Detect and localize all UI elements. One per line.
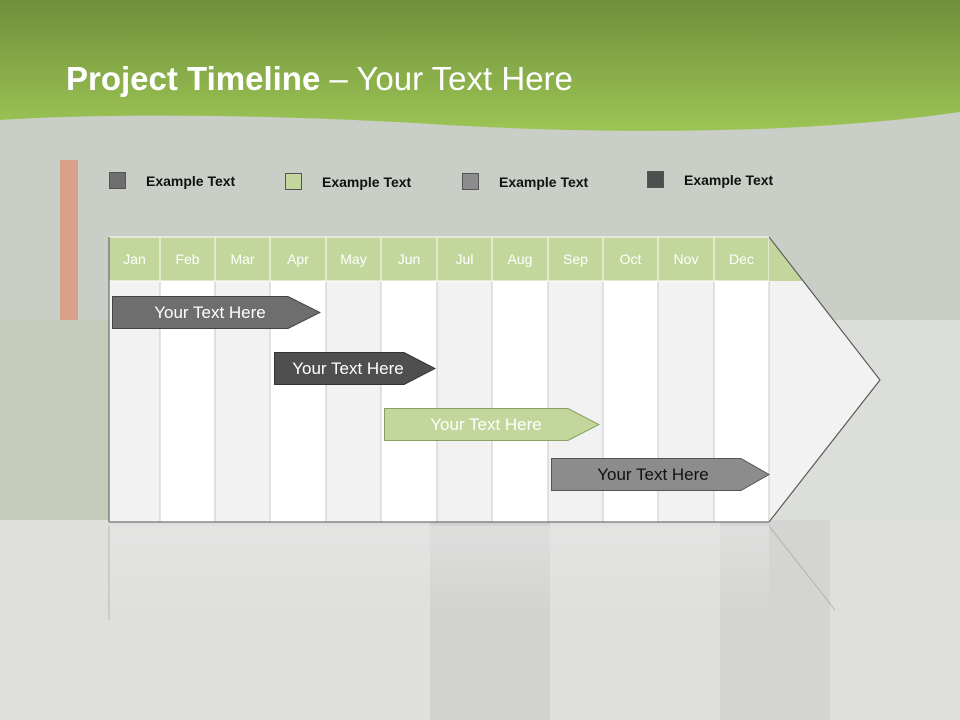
legend-label-3: Example Text: [499, 173, 589, 190]
month-label-feb: Feb: [175, 251, 200, 267]
month-header-aug: [491, 236, 549, 282]
task-bar-3-shape: [384, 408, 600, 441]
task-bar-1-label: Your Text Here: [154, 302, 266, 322]
month-label-dec: Dec: [729, 251, 754, 267]
month-header-mar: [214, 236, 271, 282]
month-label-jun: Jun: [397, 251, 421, 267]
month-label-mar: Mar: [230, 251, 255, 267]
month-header-nov: [657, 236, 715, 282]
page-title: Project Timeline – Your Text Here: [66, 60, 573, 98]
month-label-sep: Sep: [563, 251, 588, 267]
task-bar-3: Your Text Here: [384, 408, 600, 441]
task-bar-4-label: Your Text Here: [597, 464, 709, 484]
month-header-feb: [159, 236, 216, 282]
month-label-may: May: [340, 251, 367, 267]
month-header-jun: [380, 236, 438, 282]
task-bar-4-shape: [551, 458, 770, 491]
task-bar-3-label: Your Text Here: [430, 414, 542, 434]
legend-swatch-1: [109, 172, 126, 189]
month-header-apr: [269, 236, 327, 282]
task-bar-2-label: Your Text Here: [292, 358, 404, 378]
task-bar-2: Your Text Here: [274, 352, 436, 385]
legend-swatch-4: [647, 171, 664, 188]
month-column-jun: [380, 280, 438, 523]
legend-label-4: Example Text: [684, 171, 774, 188]
task-bar-2-shape: [274, 352, 436, 385]
month-column-aug: [491, 280, 549, 523]
task-bar-4: Your Text Here: [551, 458, 770, 491]
legend-item-1: Example Text: [109, 172, 235, 189]
month-label-jan: Jan: [123, 251, 146, 267]
month-column-jul: [436, 280, 493, 523]
reflection: [109, 526, 769, 616]
month-label-aug: Aug: [507, 251, 533, 267]
legend-label-2: Example Text: [322, 173, 412, 190]
month-label-apr: Apr: [287, 251, 309, 267]
month-header-sep: [547, 236, 604, 282]
legend-item-2: Example Text: [285, 173, 411, 190]
month-column-may: [325, 280, 382, 523]
header-band: [0, 0, 960, 131]
month-label-jul: Jul: [455, 251, 474, 267]
task-bar-1-shape: [112, 296, 321, 329]
task-bar-1: Your Text Here: [112, 296, 321, 329]
legend-item-4: Example Text: [647, 171, 773, 188]
title-bold: Project Timeline: [66, 60, 321, 97]
month-header-oct: [602, 236, 659, 282]
month-label-oct: Oct: [619, 251, 642, 267]
legend-label-1: Example Text: [146, 172, 236, 189]
month-label-nov: Nov: [673, 251, 699, 267]
legend-item-3: Example Text: [462, 173, 588, 190]
legend-swatch-3: [462, 173, 479, 190]
month-header-dec: [713, 236, 770, 282]
legend-swatch-2: [285, 173, 302, 190]
month-header-jul: [436, 236, 493, 282]
title-rest: – Your Text Here: [320, 60, 573, 97]
